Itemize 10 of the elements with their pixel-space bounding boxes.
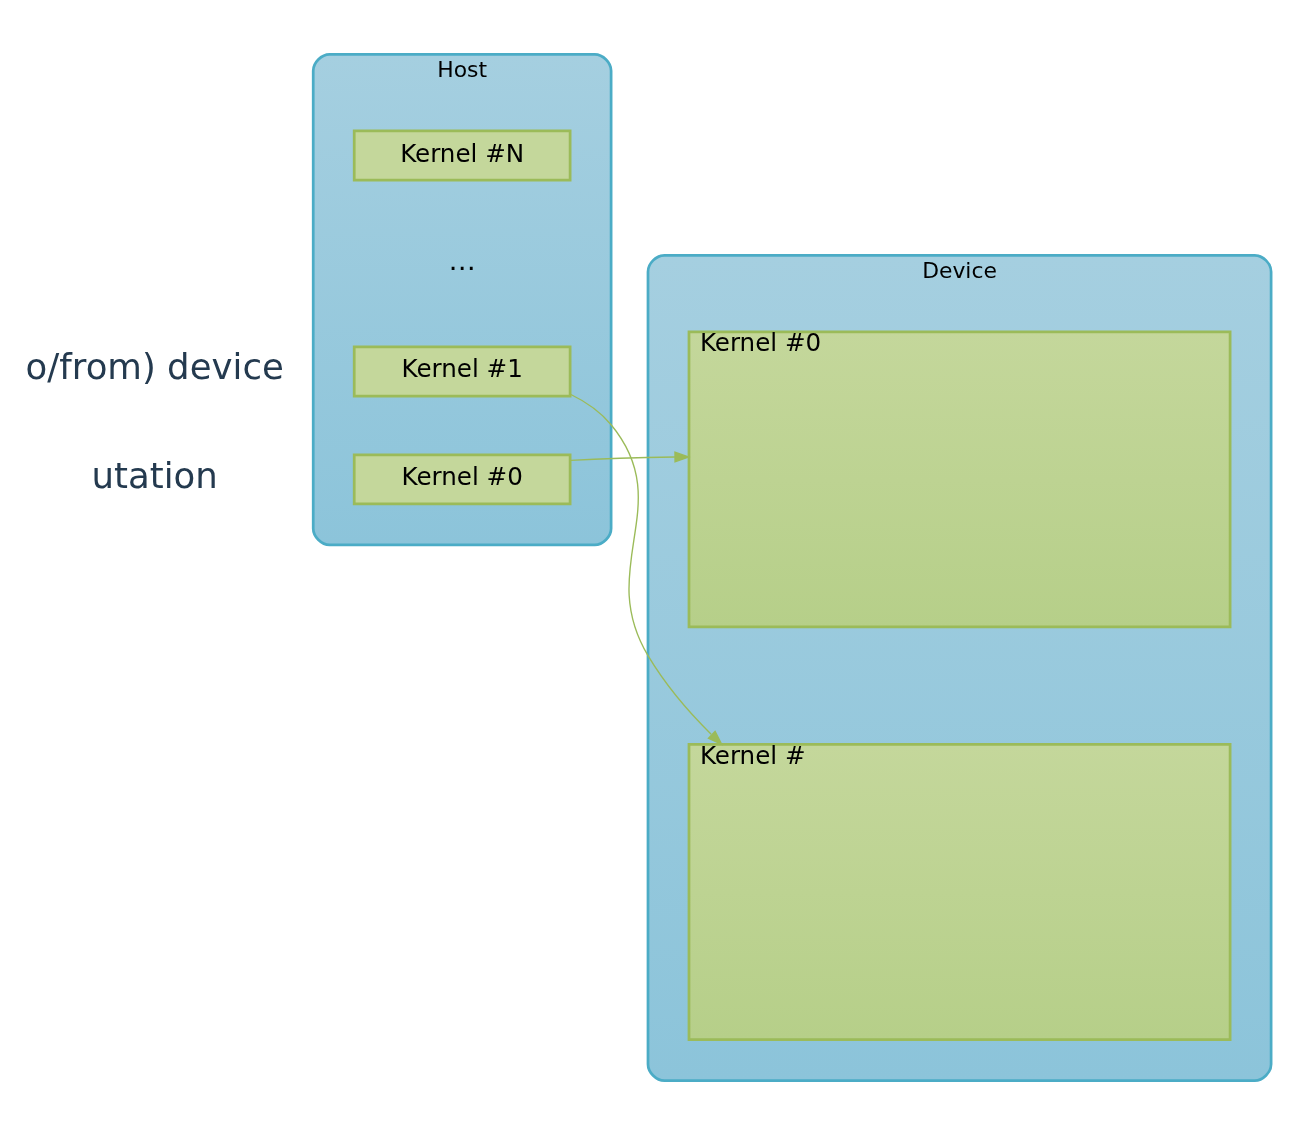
label: … <box>448 244 476 276</box>
label: utation <box>91 454 218 496</box>
arrow <box>569 393 724 746</box>
node-box: Kernel #0 <box>687 329 1232 628</box>
node-box: Kernel #0 <box>352 452 572 505</box>
label: o/from) device <box>25 345 284 387</box>
node-box: Kernel #1 <box>352 344 572 397</box>
node-box: Kernel #N <box>352 129 572 181</box>
arrow <box>569 450 691 463</box>
node-box: Kernel # <box>687 742 1232 1041</box>
